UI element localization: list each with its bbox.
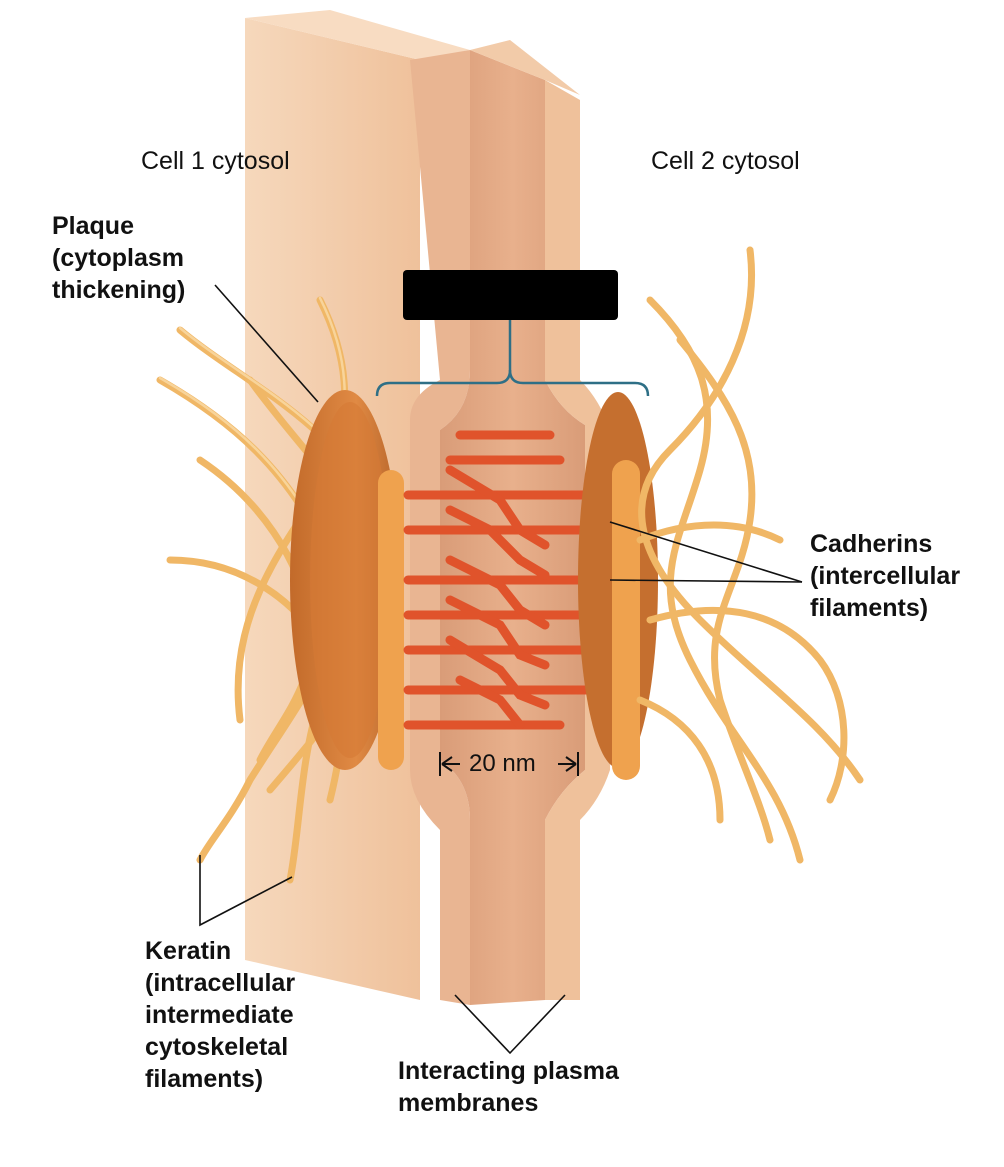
cadherins-leader-2: [609, 579, 803, 583]
cell-2-cytosol-label: Cell 2 cytosol: [651, 147, 800, 175]
gap-width-label: 20 nm: [469, 750, 536, 777]
keratin-label: Keratin (intracellular intermediate cyto…: [145, 937, 296, 1093]
cell-1-cytosol-label: Cell 1 cytosol: [141, 147, 290, 175]
gap-width-arrows: [439, 752, 579, 776]
plaque-leader: [214, 284, 319, 403]
keratin-filaments-right: [636, 246, 864, 864]
interacting-membranes-label: Interacting plasma membranes: [398, 1057, 619, 1117]
leader-lines: [199, 284, 803, 1055]
membranes-leader: [454, 994, 566, 1055]
plaque-label: Plaque (cytoplasm thickening): [52, 212, 186, 304]
plaque-left: [290, 390, 404, 770]
redaction-box: [403, 270, 618, 320]
cadherins-label: Cadherins (intercellular filaments): [810, 530, 961, 622]
cadherins-leader-1: [609, 521, 803, 583]
desmosome-bracket: [375, 320, 650, 397]
keratin-leader: [199, 855, 293, 927]
